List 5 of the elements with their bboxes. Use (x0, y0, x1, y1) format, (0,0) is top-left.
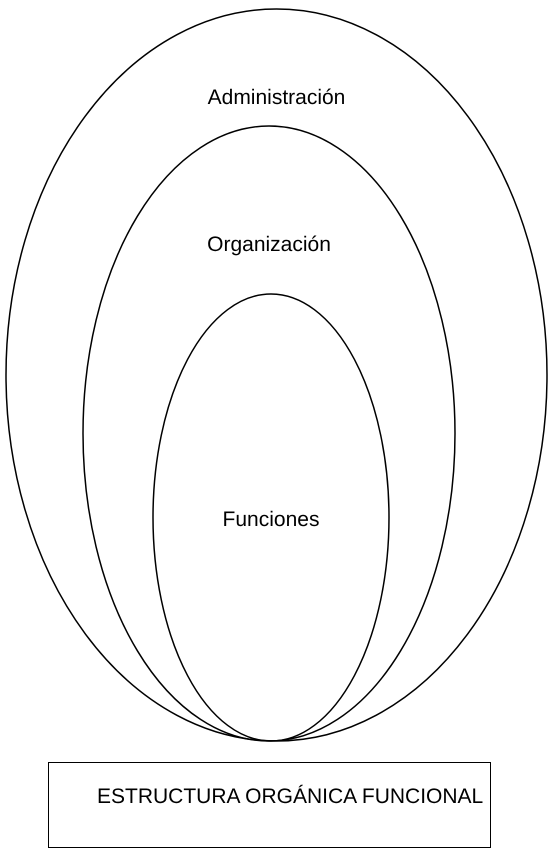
label-box (48, 762, 491, 848)
ellipse-label: Administración (208, 86, 346, 110)
ellipse-label: Organización (207, 233, 331, 257)
ellipse-label: Funciones (222, 508, 320, 532)
box-label: ESTRUCTURA ORGÁNICA FUNCIONAL (97, 785, 484, 809)
